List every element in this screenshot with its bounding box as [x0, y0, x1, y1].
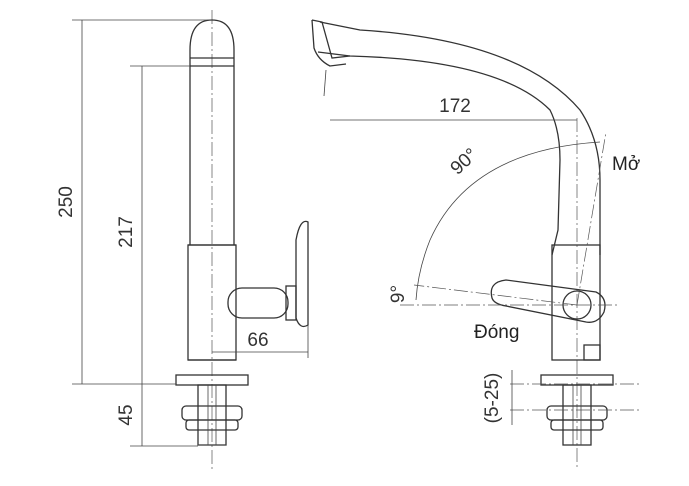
- angle-9-label: 9°: [388, 285, 409, 303]
- front-view-handle-stem: [227, 287, 289, 319]
- front-view-nut-lower: [185, 419, 239, 431]
- side-view: (5-25) 172 90° 9° Mở Đóng: [311, 19, 640, 470]
- front-view: 250 217 45 66: [56, 10, 309, 470]
- dim-250-label: 250: [56, 186, 77, 218]
- dim-66-label: 66: [247, 330, 268, 351]
- dim-thickness-label: (5-25): [482, 373, 503, 424]
- rotation-arc: [415, 141, 601, 301]
- label-closed: Đóng: [474, 322, 519, 343]
- closed-position-line: [413, 284, 578, 306]
- side-view-body-detail: [583, 344, 601, 361]
- side-view-nozzle: [311, 19, 351, 67]
- side-view-nut-lower: [550, 419, 604, 431]
- front-view-handle-lever: [295, 220, 309, 328]
- side-view-spout-inner: [317, 51, 561, 256]
- side-view-spout-outer: [319, 21, 601, 255]
- open-position-line: [576, 131, 607, 306]
- side-view-body: [551, 244, 601, 361]
- dim-45-label: 45: [116, 404, 137, 425]
- angle-90-label: 90°: [447, 144, 482, 179]
- label-open: Mở: [612, 154, 640, 175]
- side-view-nozzle-outlet: [323, 69, 327, 97]
- dim-172-label: 172: [439, 96, 471, 117]
- dim-217-label: 217: [116, 216, 137, 248]
- side-view-shank: [562, 384, 592, 446]
